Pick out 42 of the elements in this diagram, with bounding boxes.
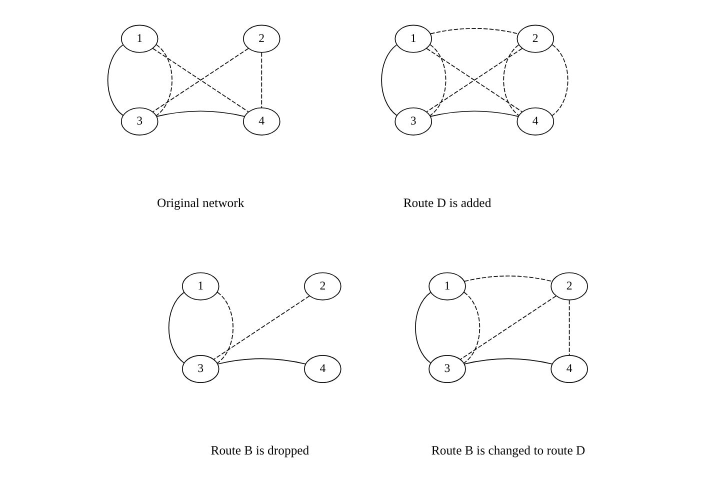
node-ellipse: 4 xyxy=(516,107,554,136)
connector xyxy=(464,292,480,364)
node-ellipse: 4 xyxy=(243,107,280,136)
label: Route B is dropped xyxy=(210,443,310,458)
connector xyxy=(430,28,519,34)
connector xyxy=(156,44,172,116)
node-ellipse: 1 xyxy=(182,272,220,300)
node-ellipse: 4 xyxy=(304,354,342,383)
node-ellipse: 3 xyxy=(182,354,220,383)
node-ellipse: 2 xyxy=(304,272,342,300)
node-ellipse: 2 xyxy=(243,24,280,53)
connector xyxy=(213,296,310,360)
connector xyxy=(415,292,432,364)
connector xyxy=(152,48,249,112)
node-ellipse: 3 xyxy=(120,107,158,136)
node-ellipse: 3 xyxy=(428,354,466,383)
node-ellipse: 1 xyxy=(428,272,466,300)
label: Route B is changed to route D xyxy=(431,443,586,458)
connector xyxy=(168,292,184,364)
node-ellipse: 2 xyxy=(550,272,588,300)
connector xyxy=(460,296,556,360)
connector xyxy=(217,358,306,364)
node-ellipse: 1 xyxy=(120,24,158,53)
connector xyxy=(464,276,553,282)
connector xyxy=(464,358,553,364)
connector xyxy=(261,52,262,108)
label: Route D is added xyxy=(403,196,492,210)
node-ellipse: 4 xyxy=(550,354,588,383)
connector xyxy=(216,292,234,364)
node-ellipse: 3 xyxy=(394,107,432,136)
connector xyxy=(430,110,519,117)
connector xyxy=(552,44,568,116)
connector xyxy=(381,44,398,116)
connector xyxy=(503,44,520,116)
connector xyxy=(568,300,570,356)
node-ellipse: 2 xyxy=(516,24,554,53)
connector xyxy=(156,110,245,117)
connector xyxy=(430,44,446,116)
label: Original network xyxy=(157,196,244,210)
node-ellipse: 1 xyxy=(394,24,432,53)
connector xyxy=(107,44,124,116)
connector xyxy=(426,48,523,112)
